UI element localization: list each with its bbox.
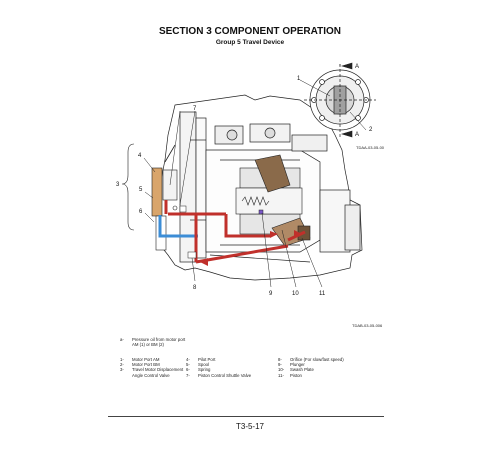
legend-text: Piston: [290, 372, 302, 378]
legend-num: 6-: [186, 367, 190, 373]
group-title: Group 5 Travel Device: [215, 39, 285, 46]
legend-num: 4-: [186, 357, 190, 362]
callout-7: 7: [193, 106, 197, 112]
legend-col-2: 4- Pilot Port 5- Spool 6- Spring 7- Piston C…: [186, 357, 278, 378]
legend-text: Spool: [198, 362, 209, 368]
legend-text: Spring: [198, 367, 211, 373]
legend-text: Motor Port BM: [132, 362, 160, 368]
footer-rule: [108, 416, 384, 417]
legend-num: 3-: [120, 367, 124, 373]
legend-item: 11- Piston: [278, 373, 370, 378]
legend-num: 1-: [120, 357, 124, 362]
callout-5: 5: [139, 187, 143, 193]
callout-11: 11: [319, 291, 326, 297]
legend-item: 8- Orifice (For slow/fast speed): [278, 357, 370, 362]
legend-num: 8-: [278, 357, 282, 362]
callout-8: 8: [193, 285, 197, 291]
legend-num: 7-: [186, 372, 190, 378]
legend-text: Travel Motor Displacement Angle Control …: [132, 367, 184, 378]
bracket-3: [121, 143, 135, 231]
callout-a-bottom: A: [355, 132, 359, 138]
callout-1: 1: [297, 76, 301, 82]
legend-col-3: 8- Orifice (For slow/fast speed) 9- Plunge…: [278, 357, 370, 378]
callout-6: 6: [139, 209, 143, 215]
legend-item: 5- Spool: [186, 362, 278, 367]
legend-num: 2-: [120, 362, 124, 368]
swash-plate: [254, 154, 311, 247]
port-view-inset: [304, 64, 376, 138]
section-arrow-icon: [339, 62, 353, 138]
figure-id-top: TDAA-03-05-00: [356, 145, 385, 150]
inset-leaders: [299, 79, 367, 131]
legend-text: Swash Plate: [290, 367, 314, 373]
legend-num: 5-: [186, 362, 190, 368]
page-number: T3-5-17: [235, 422, 264, 431]
legend-item: 1- Motor Port AM: [120, 357, 192, 362]
note-text: Pressure oil from motor port AM (1) or B…: [132, 337, 186, 348]
legend-num: 10-: [278, 367, 285, 373]
legend-text: Motor Port AM: [132, 357, 160, 362]
legend-item: 10- Swash Plate: [278, 367, 370, 372]
callout-10: 10: [292, 291, 299, 297]
callout-a-top: A: [355, 64, 359, 70]
callout-3: 3: [116, 182, 120, 188]
note-pressure-oil: a- Pressure oil from motor port AM (1) or…: [120, 337, 192, 347]
legend-num: 11-: [278, 372, 284, 378]
legend-item: 7- Piston Control Shuttle Valve: [186, 373, 278, 378]
legend-text: Piston Control Shuttle Valve: [198, 372, 252, 378]
callout-4: 4: [138, 153, 142, 159]
legend-num: 9-: [278, 362, 282, 368]
legend-text: Orifice (For slow/fast speed): [290, 357, 344, 362]
legend-text: Plunger: [290, 362, 305, 368]
legend-item: 3- Travel Motor Displacement Angle Contro…: [120, 367, 192, 377]
callout-9: 9: [269, 291, 273, 297]
note-key: a-: [120, 337, 124, 342]
leader-lines: [143, 110, 323, 288]
figure-id-bottom: TDAB-03-05-006: [352, 323, 383, 328]
flow-arrow-icon: [200, 230, 302, 266]
legend-col-1: 1- Motor Port AM 2- Motor Port BM 3- Travel…: [120, 357, 192, 378]
legend-text: Pilot Port: [198, 357, 216, 362]
legend-item: 4- Pilot Port: [186, 357, 278, 362]
section-title: SECTION 3 COMPONENT OPERATION: [158, 26, 342, 37]
callout-2: 2: [369, 127, 373, 133]
legend-item: 9- Plunger: [278, 362, 370, 367]
pressure-oil-path: [164, 200, 306, 264]
legend-item: 6- Spring: [186, 367, 278, 372]
legend-item: 2- Motor Port BM: [120, 362, 192, 367]
pilot-oil-path: [158, 215, 198, 238]
